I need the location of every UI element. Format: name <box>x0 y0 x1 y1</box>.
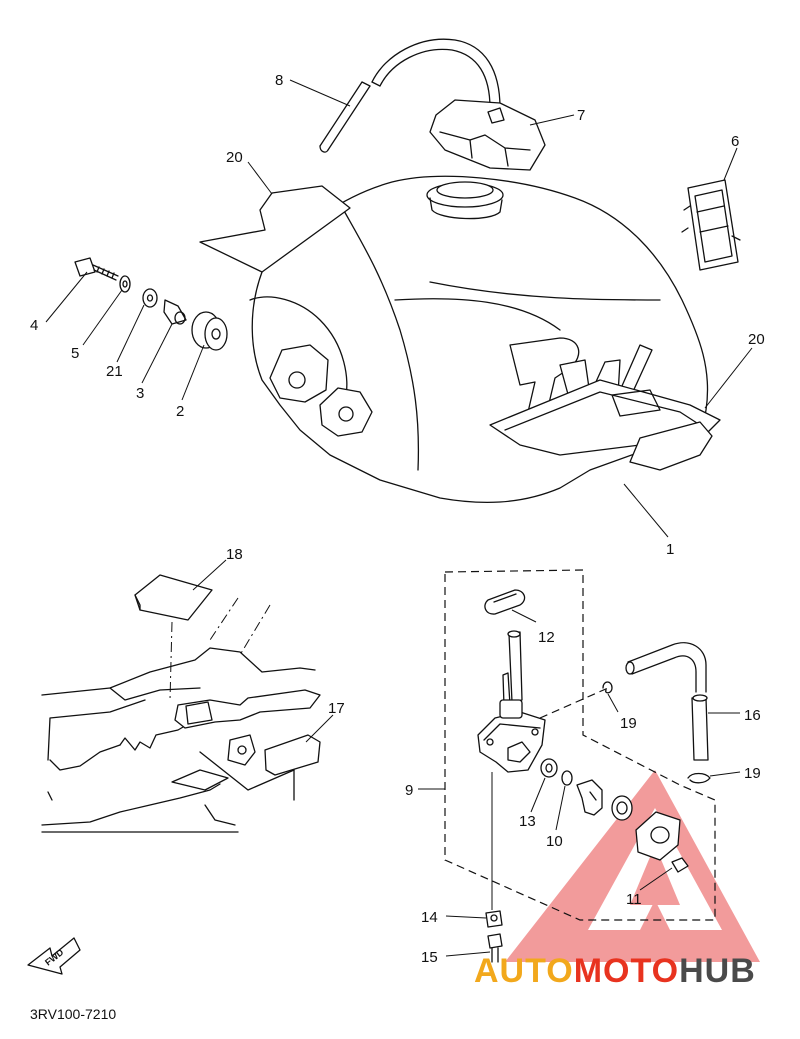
hose-clip-upper <box>602 681 613 694</box>
frame-sketch <box>41 597 321 833</box>
mount-collar <box>163 299 187 325</box>
part-6-shield <box>681 179 741 271</box>
callout-labels: 1 2 3 4 5 6 7 8 9 10 11 12 13 14 15 16 1… <box>30 72 765 966</box>
callout-18: 18 <box>226 546 243 563</box>
callout-11: 11 <box>626 891 642 908</box>
callout-20-left: 20 <box>226 149 243 166</box>
callout-6: 6 <box>731 133 739 150</box>
callout-21: 21 <box>106 363 123 380</box>
callout-4: 4 <box>30 317 38 334</box>
callout-12: 12 <box>538 629 555 646</box>
mount-damper <box>191 311 228 351</box>
mount-bolt <box>74 257 119 281</box>
callout-5: 5 <box>71 345 79 362</box>
fuel-cap <box>429 99 546 171</box>
fuel-hose <box>625 642 709 761</box>
pad-17 <box>264 734 321 776</box>
mount-washer-21 <box>142 288 158 308</box>
callout-20-right: 20 <box>748 331 765 348</box>
callout-15: 15 <box>421 949 438 966</box>
watermark-triangle-logo <box>505 770 760 962</box>
callout-14: 14 <box>421 909 438 926</box>
watermark-text: AUTOMOTOHUB <box>474 952 756 990</box>
watermark-hub: HUB <box>679 952 756 990</box>
svg-text:AUTOMOTOHUB: AUTOMOTOHUB <box>474 952 756 990</box>
hose-clip-lower <box>687 772 711 784</box>
callout-19-upper: 19 <box>620 715 637 732</box>
callout-2: 2 <box>176 403 184 420</box>
callout-8: 8 <box>275 72 283 89</box>
pad-18 <box>134 574 213 621</box>
callout-16: 16 <box>744 707 761 724</box>
callout-17: 17 <box>328 700 345 717</box>
callout-9: 9 <box>405 782 413 799</box>
callout-3: 3 <box>136 385 144 402</box>
tank-decal-left <box>199 185 351 273</box>
callout-13: 13 <box>519 813 536 830</box>
callout-7: 7 <box>577 107 585 124</box>
diagram-code: 3RV100-7210 <box>30 1006 116 1022</box>
callout-1: 1 <box>666 541 674 558</box>
breather-hose <box>319 38 501 153</box>
forward-direction-arrow: FWD <box>27 937 81 975</box>
watermark-moto: MOTO <box>574 952 679 990</box>
watermark-auto: AUTO <box>474 952 574 990</box>
fuel-tank <box>249 175 721 504</box>
callout-10: 10 <box>546 833 563 850</box>
callout-19-lower: 19 <box>744 765 761 782</box>
leader-lines <box>45 79 753 957</box>
mount-washer <box>119 275 131 293</box>
petcock-assembly <box>444 569 716 963</box>
